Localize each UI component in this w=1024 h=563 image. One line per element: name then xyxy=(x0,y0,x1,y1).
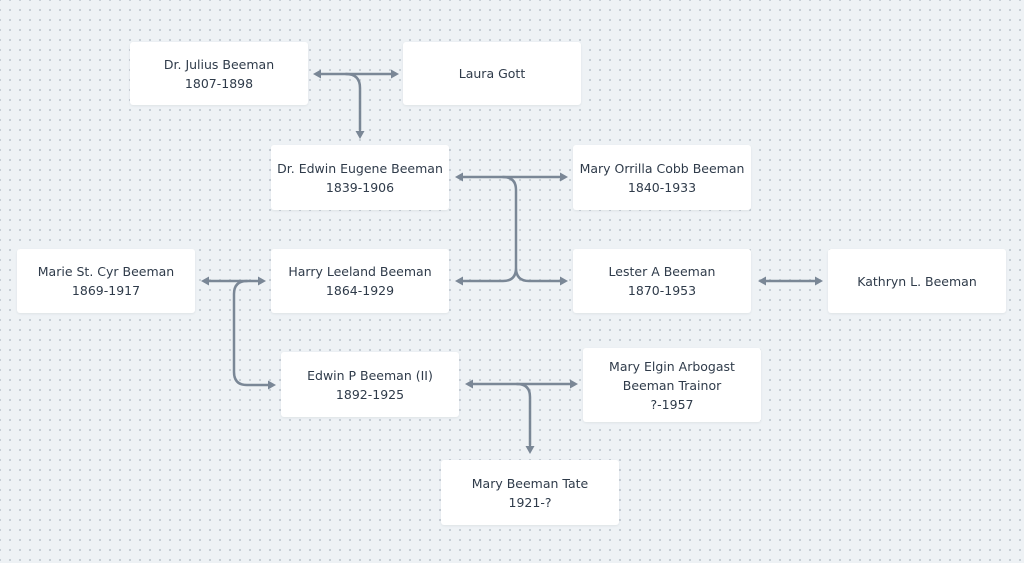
person-dates: 1892-1925 xyxy=(335,386,405,402)
person-dates: 1807-1898 xyxy=(184,75,254,91)
person-node-edwin-eugene-beeman[interactable]: Dr. Edwin Eugene Beeman 1839-1906 xyxy=(271,145,449,210)
person-dates: 1869-1917 xyxy=(71,283,141,298)
person-name: Harry Leeland Beeman xyxy=(288,264,432,279)
person-name: Mary Beeman Tate xyxy=(471,475,589,491)
person-name: Mary Orrilla Cobb Beeman xyxy=(579,160,745,176)
connector-edwinp-elgin-to-tate xyxy=(515,382,532,447)
person-node-lester-a-beeman[interactable]: Lester A Beeman 1870-1953 xyxy=(573,249,751,313)
person-node-edwin-p-beeman-ii[interactable]: Edwin P Beeman (II) 1892-1925 xyxy=(281,352,459,417)
arrowhead-left-icon xyxy=(455,276,463,286)
person-dates: 1839-1906 xyxy=(325,179,395,195)
person-node-mary-orrilla-cobb-beeman[interactable]: Mary Orrilla Cobb Beeman 1840-1933 xyxy=(573,145,751,210)
person-name: Mary Elgin Arbogast xyxy=(609,358,735,374)
arrowhead-down-icon xyxy=(355,131,365,139)
person-node-julius-beeman[interactable]: Dr. Julius Beeman 1807-1898 xyxy=(130,42,308,105)
person-node-harry-leeland-beeman[interactable]: Harry Leeland Beeman 1864-1929 xyxy=(271,249,449,313)
arrowhead-right-icon xyxy=(391,69,399,79)
person-name: Marie St. Cyr Beeman xyxy=(37,264,175,279)
arrowhead-left-icon xyxy=(313,69,321,79)
person-node-marie-st-cyr-beeman[interactable]: Marie St. Cyr Beeman 1869-1917 xyxy=(17,249,195,313)
person-name: Lester A Beeman xyxy=(608,264,716,279)
person-dates: 1870-1953 xyxy=(627,283,697,298)
arrowhead-left-icon xyxy=(758,276,766,286)
arrowhead-right-icon xyxy=(560,172,568,182)
connector-edwin-orrilla-to-children xyxy=(460,175,563,283)
arrowhead-right-icon xyxy=(258,276,266,286)
person-node-mary-elgin-arbogast-beeman-trainor[interactable]: Mary Elgin Arbogast Beeman Trainor ?-195… xyxy=(583,348,761,422)
person-node-kathryn-l-beeman[interactable]: Kathryn L. Beeman xyxy=(828,249,1006,313)
arrowhead-left-icon xyxy=(465,379,473,389)
person-name: Dr. Julius Beeman xyxy=(163,56,275,72)
connector-julius-laura-to-edwin xyxy=(344,72,362,132)
person-name: Laura Gott xyxy=(458,66,526,81)
arrowhead-right-icon xyxy=(560,276,568,286)
connector-marie-harry-to-edwinp xyxy=(232,279,270,387)
arrowhead-down-icon xyxy=(525,446,535,454)
person-dates: ?-1957 xyxy=(650,396,694,412)
arrowhead-left-icon xyxy=(455,172,463,182)
person-name: Dr. Edwin Eugene Beeman xyxy=(277,160,443,176)
person-name: Kathryn L. Beeman xyxy=(857,273,977,289)
person-name-line2: Beeman Trainor xyxy=(622,377,722,393)
person-node-laura-gott[interactable]: Laura Gott xyxy=(403,42,581,105)
person-dates: 1864-1929 xyxy=(325,283,395,298)
person-dates: 1840-1933 xyxy=(627,179,697,195)
person-name: Edwin P Beeman (II) xyxy=(307,367,433,383)
person-dates: 1921-? xyxy=(508,494,552,510)
arrowhead-right-icon xyxy=(570,379,578,389)
arrowhead-right-icon xyxy=(268,380,276,390)
person-node-mary-beeman-tate[interactable]: Mary Beeman Tate 1921-? xyxy=(441,460,619,525)
arrowhead-left-icon xyxy=(201,276,209,286)
arrowhead-right-icon xyxy=(815,276,823,286)
